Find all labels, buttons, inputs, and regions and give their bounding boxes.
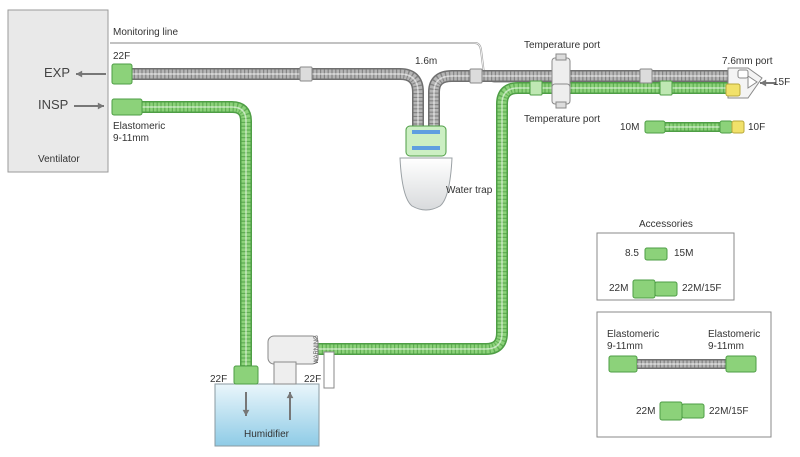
expiratory-tube-left <box>130 68 424 128</box>
acc1-22m-label: 22M <box>609 283 629 294</box>
water-trap-band-2 <box>412 146 440 150</box>
small-tube-10m-connector <box>644 120 666 134</box>
water-trap-bowl <box>399 157 453 211</box>
gray-cuff-0 <box>299 66 313 82</box>
ypiece-valve <box>747 75 758 89</box>
green-cuff-0 <box>659 80 673 96</box>
temperature-port-bottom-cap <box>555 101 567 109</box>
acc2-22m-label: 22M <box>636 406 656 417</box>
acc1-22m-15f-adapter <box>654 281 678 297</box>
acc1-adapter-8-5-15m <box>644 247 668 261</box>
acc1-22m-15f-label: 22M/15F <box>682 283 722 294</box>
acc2-22m-15f-label: 22M/15F <box>709 406 749 417</box>
humidifier-outlet-22f <box>273 361 297 385</box>
acc1-15m-label: 15M <box>674 248 694 259</box>
humidifier-label: Humidifier <box>244 429 290 440</box>
port-10m-label: 10M <box>620 122 640 133</box>
acc2-right-connector <box>725 355 757 373</box>
port-10f-label: 10F <box>748 122 766 133</box>
humidifier-right-22f-label: 22F <box>304 374 322 385</box>
monitoring-line-label: Monitoring line <box>113 27 179 38</box>
water-trap-label: Water trap <box>446 185 493 196</box>
acc1-8-5-label: 8.5 <box>625 248 639 259</box>
humidifier-up-arrow-head <box>286 392 294 399</box>
exp-label: EXP <box>44 65 71 80</box>
humidifier-box <box>214 383 320 447</box>
acc2-left-connector <box>608 355 638 373</box>
insp-connector-elastomeric <box>111 98 143 116</box>
green-cuff-1 <box>529 80 543 96</box>
gray-cuff-1 <box>469 68 483 84</box>
humidifier-down-arrow-head <box>242 409 250 416</box>
small-tube-10f-cap <box>731 120 745 134</box>
temperature-port-bottom-label: Temperature port <box>524 114 601 125</box>
acc2-right-elastomeric-label: Elastomeric 9-11mm <box>708 329 761 352</box>
length-label: 1.6m <box>415 56 438 67</box>
port-22f-top-label: 22F <box>113 51 131 62</box>
elastomeric-label: Elastomeric 9-11mm <box>113 121 166 144</box>
water-trap-band-1 <box>412 130 440 134</box>
acc2-22m-15f-adapter <box>681 403 705 419</box>
port-7-6mm <box>737 69 749 79</box>
ventilator-label: Ventilator <box>38 154 80 165</box>
exp-connector-22f <box>111 63 133 85</box>
small-tube-end-connector <box>719 120 733 134</box>
warning-tag: WARNING <box>314 335 320 364</box>
temperature-port-top-cap <box>555 53 567 61</box>
accessories-title: Accessories <box>639 219 693 230</box>
port-15f-label: 15F <box>773 77 791 88</box>
port-15f-arrow-head <box>760 79 767 87</box>
insp-label: INSP <box>38 97 69 112</box>
inspiratory-tube-to-humidifier <box>130 101 252 366</box>
acc2-left-elastomeric-label: Elastomeric 9-11mm <box>607 329 660 352</box>
exp-arrow-head <box>76 70 83 78</box>
acc2-22m-adapter <box>659 401 683 421</box>
temperature-port-top-label: Temperature port <box>524 40 601 51</box>
humidifier-left-22f-label: 22F <box>210 374 228 385</box>
acc1-22m-adapter <box>632 279 656 299</box>
port-7-6mm-label: 7.6mm port <box>722 56 773 67</box>
ventilator-box <box>7 9 109 173</box>
insp-arrow-head <box>97 102 104 110</box>
gray-cuff-2 <box>639 68 653 84</box>
warning-tag-box <box>323 351 335 389</box>
temperature-port-bottom <box>551 83 571 105</box>
expiratory-tube-right <box>428 70 740 128</box>
humidifier-inlet-22f <box>233 365 259 385</box>
inspiratory-tube-to-patient <box>318 82 740 355</box>
yellow-cap-ypiece <box>725 83 741 97</box>
